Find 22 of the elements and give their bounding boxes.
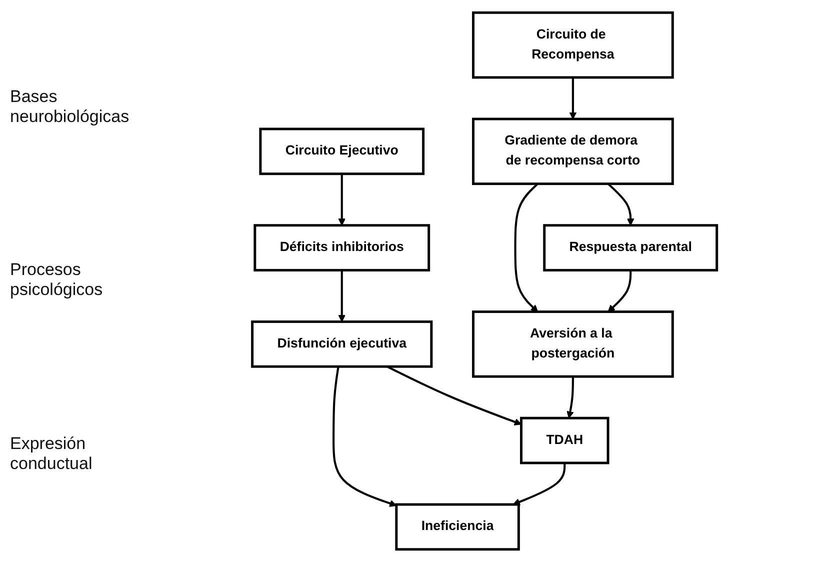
node-box: Aversión a la postergación xyxy=(472,310,674,378)
arrow xyxy=(566,376,574,418)
arrow xyxy=(608,270,632,312)
level-label: Bases neurobiológicas xyxy=(10,86,130,127)
level-label: Procesos psicológicos xyxy=(10,260,104,300)
node-box: Déficits inhibitorios xyxy=(254,224,430,271)
arrow xyxy=(386,365,522,425)
arrow xyxy=(512,462,566,505)
arrow xyxy=(514,182,538,312)
node-box: TDAH xyxy=(520,416,610,464)
arrow xyxy=(569,76,577,119)
node-box: Disfunción ejecutiva xyxy=(250,320,433,368)
level-label: Expresión conductual xyxy=(10,434,94,474)
node-box: Ineficiencia xyxy=(395,502,520,550)
node-box: Gradiente de demora de recompensa corto xyxy=(472,117,674,185)
node-box: Circuito de Recompensa xyxy=(472,10,674,78)
arrow xyxy=(607,182,634,226)
arrow xyxy=(338,270,346,322)
arrow xyxy=(338,173,346,226)
arrow xyxy=(332,366,397,506)
node-box: Respuesta parental xyxy=(543,224,718,271)
node-box: Circuito Ejecutivo xyxy=(259,127,424,175)
